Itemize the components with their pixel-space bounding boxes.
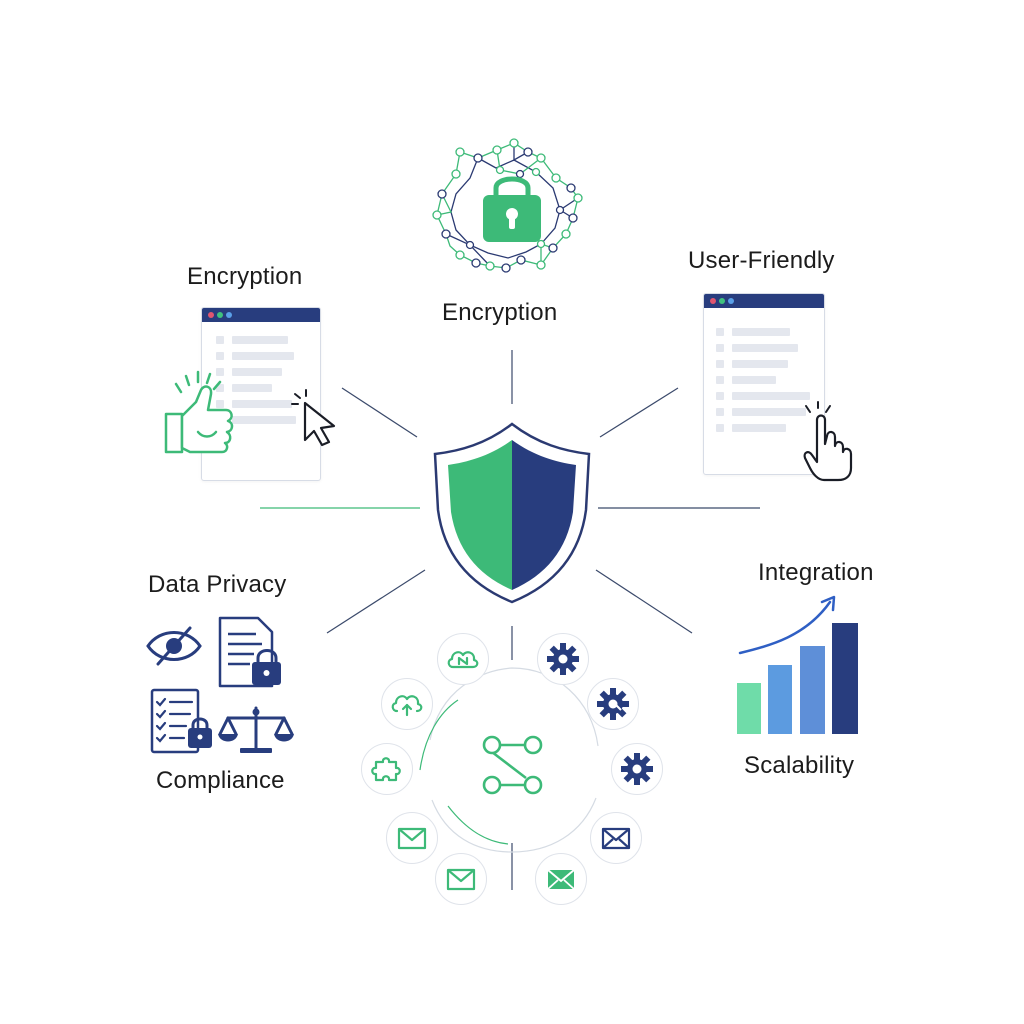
envelope-icon[interactable] xyxy=(386,812,438,864)
browser-window-icon xyxy=(703,293,825,475)
integration-label: Integration xyxy=(758,559,874,586)
scalability-label: Scalability xyxy=(744,752,855,779)
puzzle-icon[interactable] xyxy=(361,743,413,795)
growth-bar-1 xyxy=(737,683,761,734)
user-friendly-label: User-Friendly xyxy=(688,247,835,274)
growth-bar-4 xyxy=(832,623,858,734)
connector-top-left xyxy=(341,387,418,438)
encryption-label-top: Encryption xyxy=(442,299,558,326)
browser-window-icon xyxy=(201,307,321,481)
cloud-sync-icon[interactable] xyxy=(437,633,489,685)
gear-icon[interactable] xyxy=(611,743,663,795)
gear-icon[interactable] xyxy=(587,678,639,730)
data-privacy-label: Data Privacy xyxy=(148,571,287,598)
growth-bar-3 xyxy=(800,646,825,734)
compliance-label: Compliance xyxy=(156,767,285,794)
growth-bar-2 xyxy=(768,665,792,734)
gear-icon[interactable] xyxy=(537,633,589,685)
connector-bottom-right xyxy=(595,569,693,634)
envelope-icon[interactable] xyxy=(435,853,487,905)
cloud-upload-icon[interactable] xyxy=(381,678,433,730)
connector-bottom-left xyxy=(326,569,426,634)
connector-top-right xyxy=(599,387,679,438)
envelope-icon[interactable] xyxy=(535,853,587,905)
encryption-label-left: Encryption xyxy=(187,263,303,290)
envelope-icon[interactable] xyxy=(590,812,642,864)
